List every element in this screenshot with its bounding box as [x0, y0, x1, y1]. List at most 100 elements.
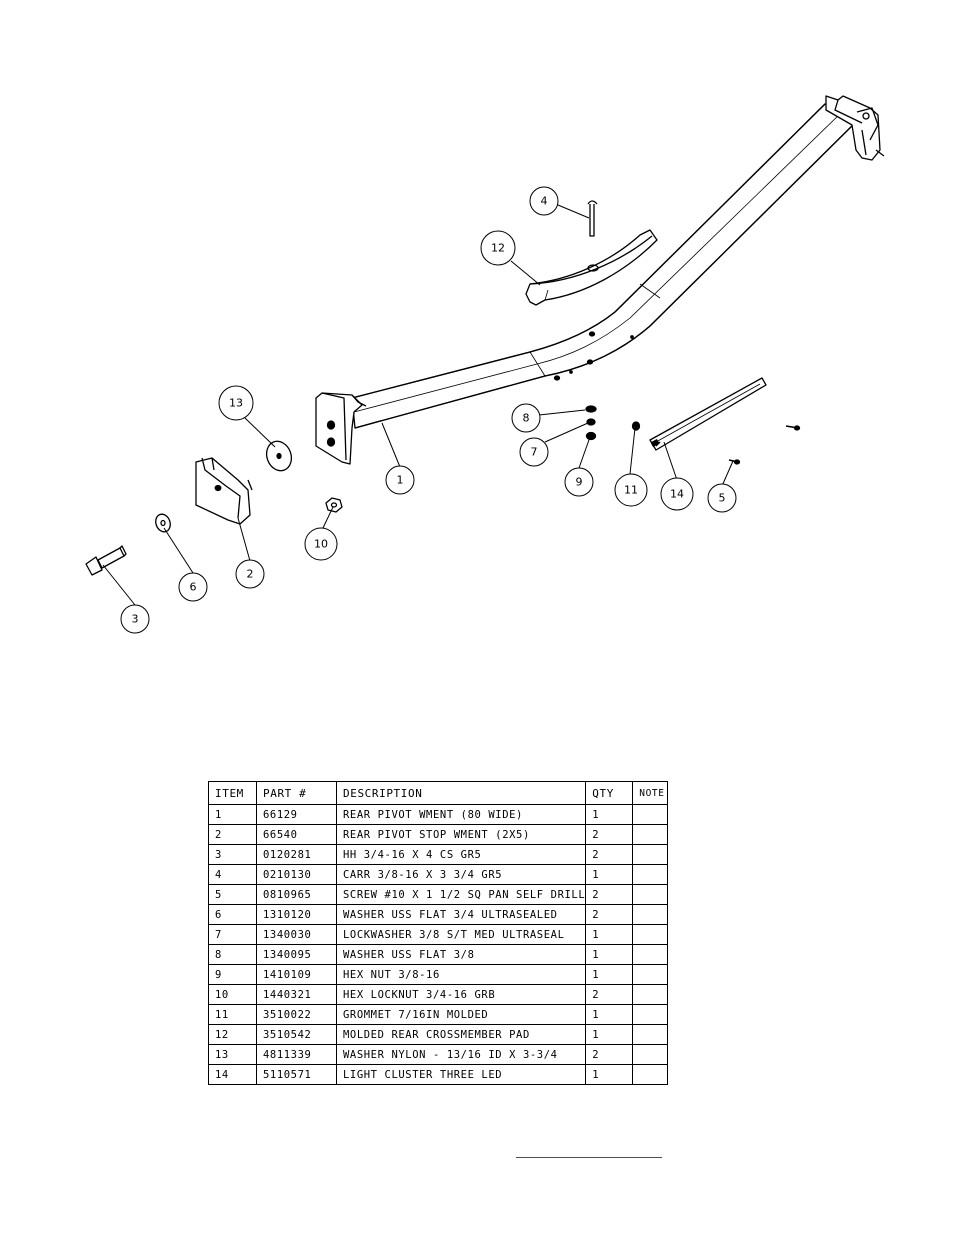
cell-item: 3 [208, 844, 257, 865]
cell-part: 3510542 [256, 1024, 337, 1045]
cell-note [632, 924, 669, 945]
cell-part: 1340030 [256, 924, 337, 945]
cell-item: 2 [208, 824, 257, 845]
cell-item: 8 [208, 944, 257, 965]
cell-item: 4 [208, 864, 257, 885]
right-end-bracket [825, 95, 885, 161]
column-header-qty: QTY [585, 781, 634, 805]
cell-note [632, 1044, 669, 1065]
cell-description: MOLDED REAR CROSSMEMBER PAD [335, 1024, 587, 1045]
leader-lines [102, 204, 734, 606]
cell-note [632, 964, 669, 985]
cell-qty: 2 [585, 984, 634, 1005]
cell-qty: 2 [585, 904, 634, 925]
cell-item: 9 [208, 964, 257, 985]
cell-note [632, 1064, 669, 1085]
flat-washer [155, 513, 171, 533]
cell-note [632, 804, 669, 825]
callout-12: 12 [480, 230, 516, 266]
cell-description: REAR PIVOT STOP WMENT (2X5) [335, 824, 587, 845]
cell-part: 1340095 [256, 944, 337, 965]
cell-description: CARR 3/8-16 X 3 3/4 GR5 [335, 864, 587, 885]
callout-7: 7 [519, 437, 549, 467]
callout-11: 11 [614, 473, 648, 507]
exploded-parts-diagram: 1 2 3 4 5 6 7 8 9 10 11 12 13 14 [85, 95, 885, 634]
cell-part: 0810965 [256, 884, 337, 905]
cell-note [632, 884, 669, 905]
cell-part: 66129 [256, 804, 337, 825]
light-cluster [649, 377, 767, 451]
svg-text:13: 13 [229, 397, 243, 410]
cell-qty: 1 [585, 944, 634, 965]
cell-qty: 1 [585, 1004, 634, 1025]
cell-qty: 1 [585, 924, 634, 945]
cell-note [632, 904, 669, 925]
cell-part: 5110571 [256, 1064, 337, 1085]
cell-qty: 1 [585, 1024, 634, 1045]
cell-item: 7 [208, 924, 257, 945]
cell-item: 14 [208, 1064, 257, 1085]
cell-item: 12 [208, 1024, 257, 1045]
page-link[interactable] [516, 1145, 662, 1158]
cell-part: 0210130 [256, 864, 337, 885]
cell-description: WASHER USS FLAT 3/4 ULTRASEALED [335, 904, 587, 925]
callout-10: 10 [304, 527, 338, 561]
small-hardware [585, 405, 641, 441]
cell-part: 4811339 [256, 1044, 337, 1065]
cell-description: SCREW #10 X 1 1/2 SQ PAN SELF DRILL [335, 884, 587, 905]
svg-text:1: 1 [397, 474, 404, 487]
cell-qty: 2 [585, 1044, 634, 1065]
column-header-note: NOTE [632, 781, 669, 805]
svg-text:7: 7 [531, 446, 538, 459]
cell-note [632, 844, 669, 865]
cell-description: GROMMET 7/16IN MOLDED [335, 1004, 587, 1025]
cell-item: 13 [208, 1044, 257, 1065]
svg-text:2: 2 [247, 568, 254, 581]
svg-text:9: 9 [576, 476, 583, 489]
callout-9: 9 [564, 467, 594, 497]
cell-qty: 2 [585, 844, 634, 865]
hex-locknut [325, 497, 343, 513]
cell-description: HEX NUT 3/8-16 [335, 964, 587, 985]
cell-item: 6 [208, 904, 257, 925]
carriage-bolt [587, 200, 598, 237]
cell-note [632, 944, 669, 965]
svg-text:11: 11 [624, 484, 638, 497]
cell-item: 10 [208, 984, 257, 1005]
cell-description: WASHER NYLON - 13/16 ID X 3-3/4 [335, 1044, 587, 1065]
callout-4: 4 [529, 186, 559, 216]
cell-qty: 1 [585, 964, 634, 985]
cell-description: LIGHT CLUSTER THREE LED [335, 1064, 587, 1085]
cell-description: HH 3/4-16 X 4 CS GR5 [335, 844, 587, 865]
svg-text:3: 3 [132, 613, 139, 626]
svg-text:6: 6 [190, 581, 197, 594]
callout-1: 1 [385, 465, 415, 495]
cell-description: WASHER USS FLAT 3/8 [335, 944, 587, 965]
svg-text:8: 8 [523, 412, 530, 425]
cell-note [632, 864, 669, 885]
cell-note [632, 1004, 669, 1025]
left-end-plate [315, 392, 367, 465]
hex-bolt [85, 545, 127, 576]
nylon-washer [265, 440, 293, 472]
cell-note [632, 984, 669, 1005]
callout-14: 14 [660, 477, 694, 511]
callout-3: 3 [120, 604, 150, 634]
cell-part: 1410109 [256, 964, 337, 985]
cell-part: 3510022 [256, 1004, 337, 1025]
svg-text:4: 4 [541, 195, 548, 208]
crossmember-tube [351, 103, 861, 429]
